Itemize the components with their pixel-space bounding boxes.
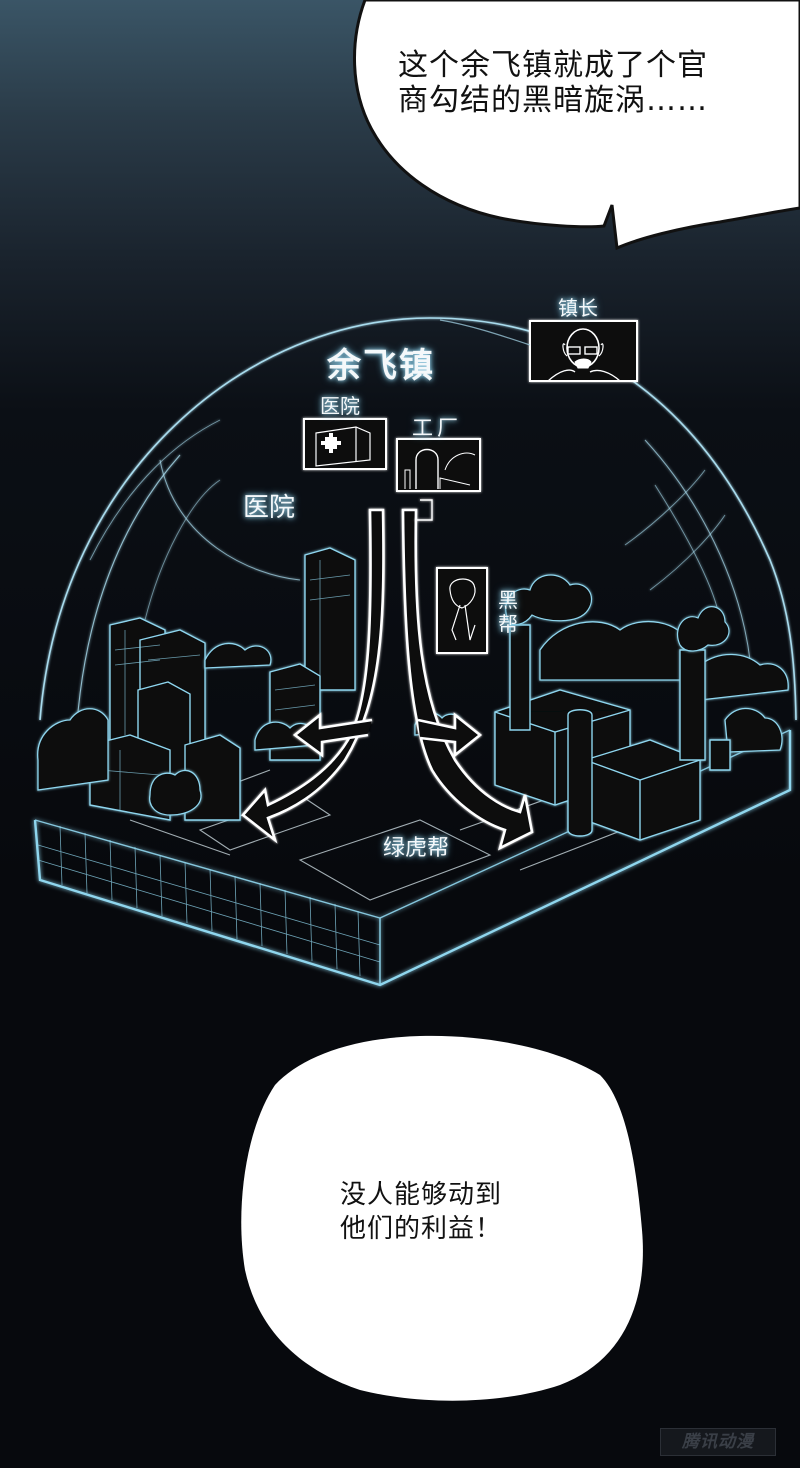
black-gang-icon (436, 567, 488, 654)
flow-arrows (241, 508, 534, 851)
black-gang-label: 黑帮 (498, 588, 518, 636)
factory-icon-label: 工厂 (412, 416, 462, 440)
mayor-label: 镇长 (558, 296, 598, 320)
factory-smoke (505, 574, 730, 652)
slab-grid (37, 825, 381, 977)
hospital-icon-label: 医院 (320, 394, 360, 418)
town-name-label: 余飞镇 (327, 346, 435, 386)
hospital-label: 医院 (243, 493, 296, 523)
building-windows (99, 560, 351, 810)
right-factory (494, 624, 731, 841)
mayor-portrait-icon (529, 320, 638, 382)
bottom-speech-bubble (241, 1035, 643, 1401)
top-speech-bubble (353, 0, 800, 251)
top-bubble-text: 这个余飞镇就成了个官 商勾结的黑暗旋涡…… (398, 48, 708, 118)
dome-outline (39, 317, 797, 761)
mayor-connector-line (439, 319, 531, 346)
publisher-watermark: 腾讯动漫 (660, 1428, 776, 1456)
bottom-bubble-text: 没人能够动到 他们的利益！ (340, 1180, 503, 1244)
left-buildings (89, 547, 356, 821)
trees (37, 620, 789, 816)
factory-icon (396, 438, 481, 521)
green-tiger-gang-label: 绿虎帮 (383, 836, 450, 861)
hospital-icon (303, 418, 387, 470)
